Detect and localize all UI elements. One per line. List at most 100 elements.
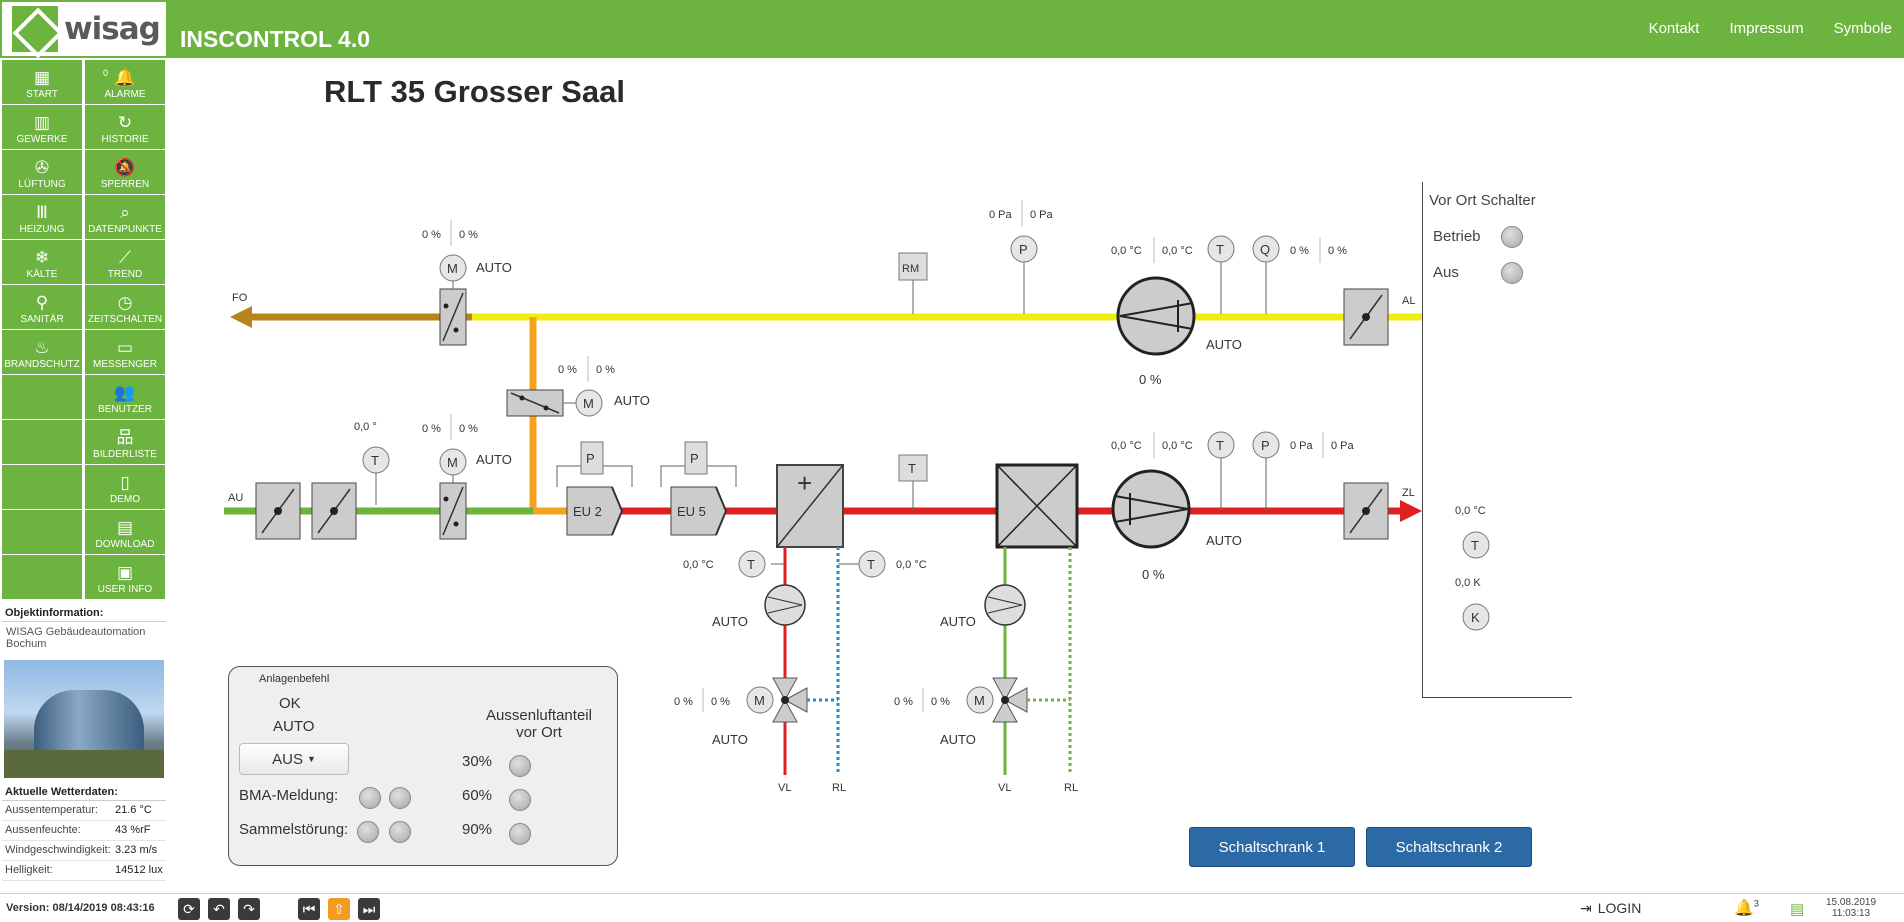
outside-air-30-led[interactable] (509, 755, 531, 777)
network-status-icon: ▤ (1790, 901, 1805, 918)
cooling-valve[interactable] (992, 677, 1028, 723)
supply-pressure-sensor[interactable]: P (1252, 431, 1280, 459)
sidebar-item-datenpunkte[interactable]: ⌕DATENPUNKTE (85, 195, 165, 239)
sidebar-item-label: TREND (107, 269, 143, 280)
weather-value: 3.23 m/s (115, 844, 158, 856)
heating-return-temp-sensor[interactable]: T (858, 550, 886, 578)
outside-air-damper-2[interactable] (311, 482, 357, 540)
wisag-logo[interactable]: wisag (2, 2, 166, 56)
pressure-letter: P (586, 451, 595, 466)
sidebar-item-messenger[interactable]: ▭MESSENGER (85, 330, 165, 374)
heating-pump-mode: AUTO (712, 614, 748, 629)
exhaust-pressure-value-1: 0 Pa (989, 209, 1013, 221)
nav-link-impressum[interactable]: Impressum (1729, 20, 1804, 37)
up-level-button[interactable]: ⇧ (328, 898, 350, 920)
supply-damper[interactable] (1343, 482, 1389, 540)
heating-pump[interactable] (764, 584, 806, 626)
room-temp-sensor[interactable]: T (1462, 531, 1490, 559)
supply-temp-value-1: 0,0 °C (1111, 440, 1142, 452)
sidebar-item-lueftung[interactable]: ✇LÜFTUNG (2, 150, 82, 194)
filter-eu5[interactable]: EU 5 (670, 486, 728, 536)
supply-mid-temp-sensor[interactable]: T (898, 454, 928, 482)
sidebar-item-alarme[interactable]: 0🔔ALARME (85, 60, 165, 104)
sidebar-item-start[interactable]: ▦START (2, 60, 82, 104)
outside-temp-sensor[interactable]: T (362, 446, 390, 474)
cooling-coil[interactable] (995, 463, 1079, 549)
supply-fan-speed: 0 % (1142, 567, 1165, 582)
forward-button[interactable]: ↷ (238, 898, 260, 920)
sidebar-item-label: DATENPUNKTE (88, 224, 162, 235)
refresh-button[interactable]: ⟳ (178, 898, 200, 920)
filter-eu5-pressure-switch[interactable]: P (684, 441, 708, 475)
sidebar-item-sperren[interactable]: 🔕SPERREN (85, 150, 165, 194)
heating-valve[interactable] (772, 677, 808, 723)
heating-coil[interactable]: + (776, 464, 844, 548)
sensor-letter: P (1019, 242, 1028, 257)
filter-eu2[interactable]: EU 2 (566, 486, 624, 536)
sidebar-item-sanitaer[interactable]: ⚲SANITÄR (2, 285, 82, 329)
sidebar-item-zeitschalten[interactable]: ◷ZEITSCHALTEN (85, 285, 165, 329)
schaltschrank-2-button[interactable]: Schaltschrank 2 (1366, 827, 1532, 867)
cooling-pump[interactable] (984, 584, 1026, 626)
damper-actuator-m[interactable]: M (439, 254, 467, 282)
sidebar-item-user-info[interactable]: ▣USER INFO (85, 555, 165, 599)
sidebar-item-label: HISTORIE (101, 134, 149, 145)
sidebar-item-download[interactable]: ▤DOWNLOAD (85, 510, 165, 554)
cooling-valve-mode: AUTO (940, 732, 976, 747)
nav-link-kontakt[interactable]: Kontakt (1648, 20, 1700, 37)
sidebar-item-brandschutz[interactable]: ♨BRANDSCHUTZ (2, 330, 82, 374)
heating-valve-actuator-m[interactable]: M (746, 686, 774, 714)
supply-temp-sensor[interactable]: T (1207, 431, 1235, 459)
outside-air-shutoff-damper[interactable] (439, 482, 467, 540)
supply-pressure-value-1: 0 Pa (1290, 440, 1314, 452)
fo-label: FO (232, 292, 248, 304)
cooling-valve-actuator-m[interactable]: M (966, 686, 994, 714)
exhaust-flow-sensor[interactable]: Q (1252, 235, 1280, 263)
supply-fan[interactable] (1111, 469, 1191, 549)
sidebar-empty-slot (2, 375, 82, 419)
sidebar-item-gewerke[interactable]: ▥GEWERKE (2, 105, 82, 149)
sidebar-item-trend[interactable]: ⟋TREND (85, 240, 165, 284)
mixing-damper-actuator-m[interactable]: M (575, 389, 603, 417)
refresh-icon: ⟳ (183, 900, 195, 917)
snowflake-icon: ❄ (34, 248, 50, 267)
actuator-letter: M (447, 261, 458, 276)
exhaust-damper[interactable] (1343, 288, 1389, 346)
outside-air-60-led[interactable] (509, 789, 531, 811)
smoke-detector-rm[interactable]: RM (898, 252, 928, 281)
exhaust-fan[interactable] (1116, 276, 1196, 356)
mixing-damper[interactable] (506, 389, 564, 417)
exhaust-pressure-sensor[interactable]: P (1010, 235, 1038, 263)
sidebar-item-demo[interactable]: ▯DEMO (85, 465, 165, 509)
filter-label: EU 2 (573, 504, 602, 519)
login-link[interactable]: ⇥LOGIN (1580, 900, 1641, 917)
exhaust-pressure-value-2: 0 Pa (1030, 209, 1054, 221)
back-button[interactable]: ↶ (208, 898, 230, 920)
exhaust-fan-mode: AUTO (1206, 337, 1242, 352)
heating-flow-temp-sensor[interactable]: T (738, 550, 766, 578)
schaltschrank-1-button[interactable]: Schaltschrank 1 (1189, 827, 1355, 867)
last-page-button[interactable]: ⏭ (358, 898, 380, 920)
filter-eu2-pressure-switch[interactable]: P (580, 441, 604, 475)
skip-first-icon: ⏮ (302, 900, 316, 917)
bma-led-1 (359, 787, 381, 809)
bell-icon: 🔔 (1734, 900, 1754, 917)
alarm-indicator[interactable]: 🔔3 (1734, 898, 1759, 918)
nav-link-symbole[interactable]: Symbole (1833, 20, 1892, 37)
fortluft-damper[interactable] (439, 288, 467, 346)
outside-air-90-led[interactable] (509, 823, 531, 845)
weather-row: Aussentemperatur:21.6 °C (2, 801, 166, 821)
logo-mark-icon (12, 6, 58, 52)
sidebar-item-kaelte[interactable]: ❄KÄLTE (2, 240, 82, 284)
room-k-sensor[interactable]: K (1462, 603, 1490, 631)
au-damper-value-2: 0 % (459, 423, 478, 435)
outside-air-damper-1[interactable] (255, 482, 301, 540)
first-page-button[interactable]: ⏮ (298, 898, 320, 920)
exhaust-temp-sensor[interactable]: T (1207, 235, 1235, 263)
aus-dropdown-button[interactable]: AUS ▼ (239, 743, 349, 775)
sidebar-item-historie[interactable]: ↻HISTORIE (85, 105, 165, 149)
shutoff-actuator-m[interactable]: M (439, 448, 467, 476)
sidebar-item-benutzer[interactable]: 👥BENUTZER (85, 375, 165, 419)
